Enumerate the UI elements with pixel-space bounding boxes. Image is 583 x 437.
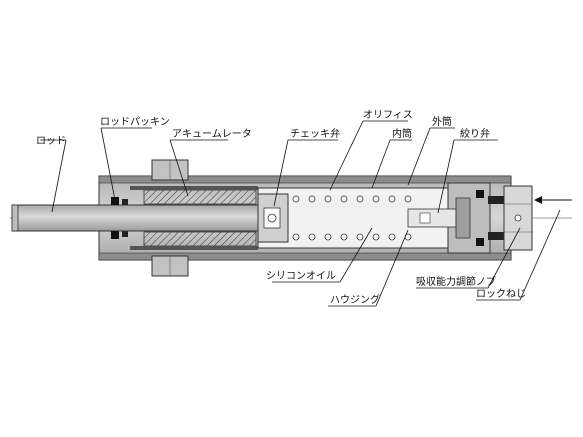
label-rod: ロッド xyxy=(36,136,66,147)
label-outer-cylinder: 外筒 xyxy=(432,115,452,128)
front-hex-nut xyxy=(151,159,189,277)
label-silicone-oil: シリコンオイル xyxy=(266,270,336,282)
label-inner-cylinder: 内筒 xyxy=(392,127,412,140)
return-spring xyxy=(292,195,412,241)
rod xyxy=(11,204,263,232)
label-check-valve: チェッキ弁 xyxy=(290,127,340,140)
accumulator xyxy=(130,186,258,250)
input-arrow xyxy=(534,196,572,204)
check-valve xyxy=(257,193,289,243)
rod-packing-seals xyxy=(111,197,128,239)
label-rod-packing: ロッドパッキン xyxy=(100,116,170,128)
label-housing: ハウジング xyxy=(330,293,380,306)
throttle-valve-assembly xyxy=(407,182,504,254)
label-lock-nut: ロックねじ xyxy=(476,288,526,300)
label-orifice: オリフィス xyxy=(363,109,413,121)
leader-lines xyxy=(40,120,561,307)
absorption-adjust-knob xyxy=(503,185,533,251)
label-accumulator: アキュームレータ xyxy=(172,128,252,140)
label-throttle-valve: 絞り弁 xyxy=(460,127,490,140)
label-absorption-knob: 吸収能力調節ノブ xyxy=(416,275,496,288)
